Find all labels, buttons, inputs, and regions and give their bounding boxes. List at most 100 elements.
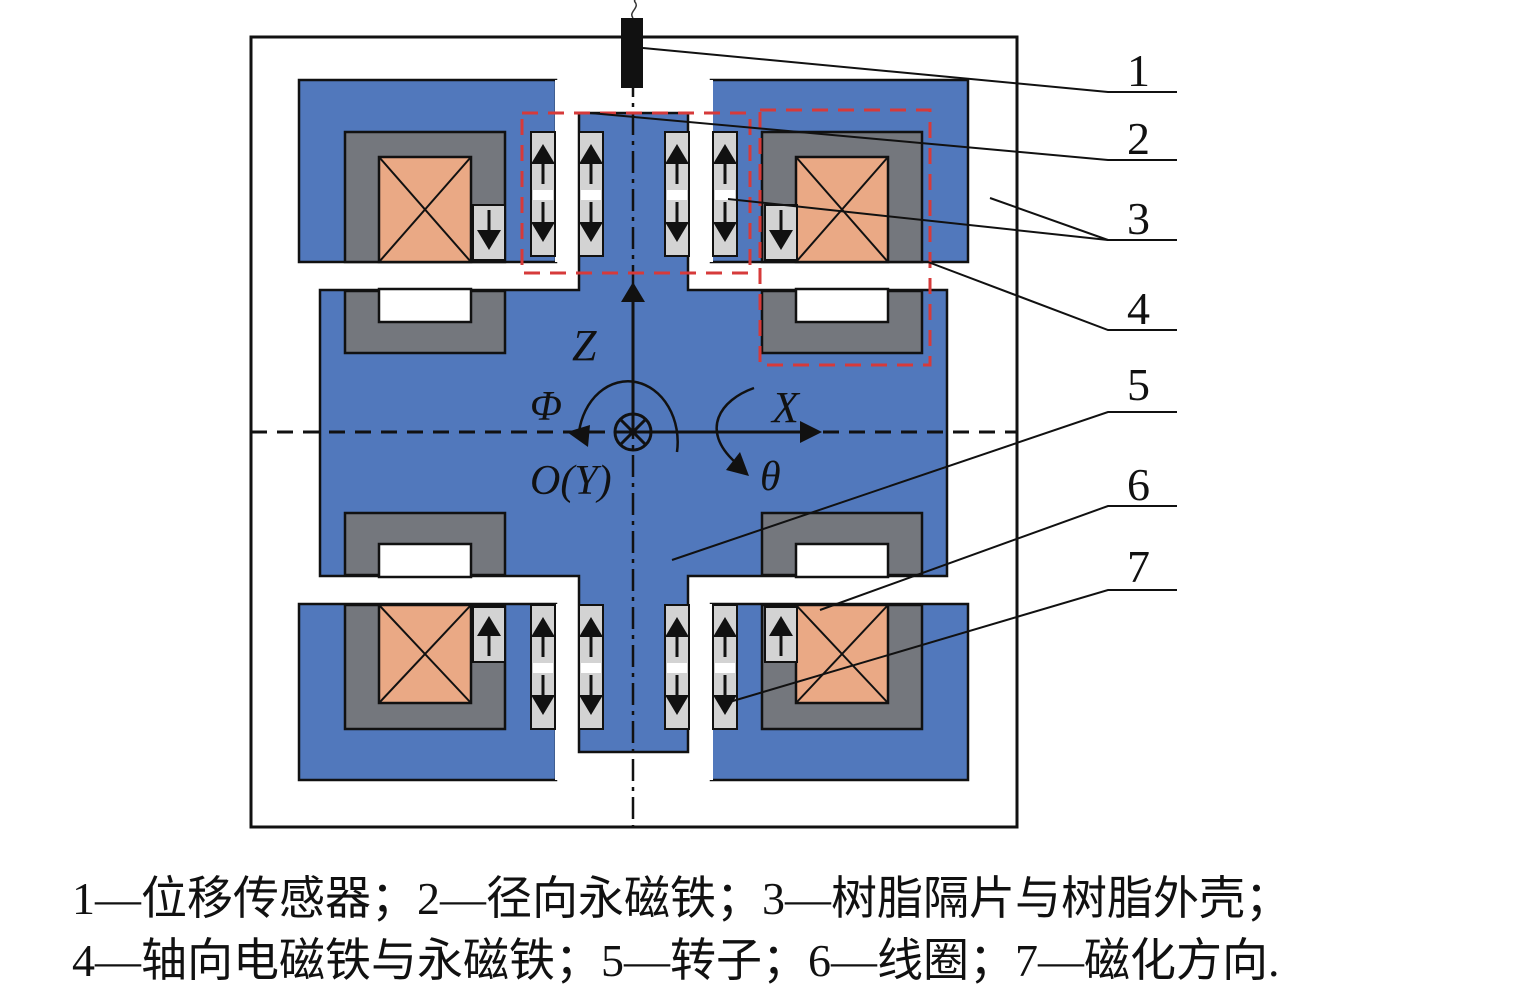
magnetization-arrow-icon	[531, 202, 555, 242]
leader-line	[819, 505, 1177, 611]
arrow-head	[477, 616, 501, 636]
callout-number-1: 1	[1127, 45, 1150, 96]
callout-leaders: 1 2 3 4 5 6 7	[589, 45, 1177, 704]
arrow-head	[713, 617, 737, 637]
callout-number-2: 2	[1127, 113, 1150, 164]
arrow-head	[531, 695, 555, 715]
magnet-spacer	[581, 190, 601, 200]
magnetization-arrow-icon	[713, 202, 737, 242]
electromagnets	[343, 130, 924, 731]
arrow-head	[769, 230, 793, 250]
magnetization-arrow-icon	[579, 144, 603, 184]
into-page-axis-icon	[613, 412, 653, 452]
coil-cross-icon	[795, 604, 889, 704]
callout-number-5: 5	[1127, 359, 1150, 410]
arrow-head	[665, 695, 689, 715]
radial-magnet-stack	[712, 604, 738, 730]
z-axis-label: Z	[572, 321, 597, 370]
z-axis-arrowhead	[621, 282, 645, 302]
magnetization-arrow-icon	[665, 617, 689, 657]
core-slot	[377, 542, 473, 579]
core-slot	[794, 287, 890, 324]
caption-line-2: 4—轴向电磁铁与永磁铁；5—转子；6—线圈；7—磁化方向.	[72, 935, 1280, 986]
arrow-head	[665, 617, 689, 637]
arrow-head	[713, 222, 737, 242]
arrow-head	[531, 617, 555, 637]
magnet-spacer	[667, 663, 687, 673]
magnetization-arrow-icon	[665, 202, 689, 242]
theta-rotation-arc	[715, 386, 755, 463]
magnetization-arrow-icon	[477, 616, 501, 656]
magnetization-arrow-icon	[579, 202, 603, 242]
radial-magnet-highlight	[520, 111, 752, 275]
magnet-spacer	[715, 663, 735, 673]
coil-cross-icon	[378, 156, 472, 263]
x-axis-arrowhead	[800, 421, 822, 443]
magnetization-arrow-icon	[769, 210, 793, 250]
magnetization-arrow-icon	[665, 144, 689, 184]
magnetization-arrow-icon	[713, 144, 737, 184]
leader-line	[725, 589, 1177, 704]
magnetization-arrow-icon	[531, 144, 555, 184]
caption-line-1: 1—位移传感器；2—径向永磁铁；3—树脂隔片与树脂外壳；	[72, 873, 1291, 924]
magnet-spacer	[581, 663, 601, 673]
arrow-head	[579, 695, 603, 715]
origin-label: O(Y)	[530, 458, 612, 504]
core-slot	[377, 287, 473, 324]
axial-magnet-highlight	[758, 108, 932, 367]
magnet-spacer	[667, 190, 687, 200]
radial-magnet-stack	[578, 131, 604, 257]
leader-line	[671, 411, 1177, 561]
arrow-head	[579, 144, 603, 164]
phi-label: Φ	[530, 384, 562, 430]
coil-cross-icon	[795, 156, 889, 263]
magnet-spacer	[533, 190, 553, 200]
magnet-spacer	[533, 663, 553, 673]
magnetization-arrow-icon	[713, 675, 737, 715]
radial-magnet-stack	[530, 604, 556, 730]
coil-cross-icon	[378, 604, 472, 704]
radial-magnet-stack	[664, 131, 690, 257]
arrow-head	[769, 616, 793, 636]
arrow-head	[531, 144, 555, 164]
leader-line	[642, 47, 1177, 93]
arrow-head	[665, 222, 689, 242]
arrow-head	[713, 695, 737, 715]
arrow-head	[477, 230, 501, 250]
phi-rotation-arc	[577, 380, 679, 453]
arrow-head	[579, 617, 603, 637]
arrow-head	[713, 144, 737, 164]
theta-label: θ	[760, 454, 781, 500]
radial-magnet-stack	[530, 131, 556, 257]
magnetization-arrow-icon	[713, 617, 737, 657]
callout-number-7: 7	[1127, 541, 1150, 592]
x-axis-label: X	[770, 383, 801, 432]
arrow-head	[665, 144, 689, 164]
core-slot	[794, 542, 890, 579]
arrow-head	[579, 222, 603, 242]
magnetization-arrow-icon	[769, 616, 793, 656]
coordinate-axes: Z X Φ θ O(Y)	[530, 282, 822, 504]
leader-line	[989, 197, 1109, 241]
magnetization-arrow-icon	[579, 617, 603, 657]
phi-arrowhead	[567, 425, 590, 447]
callout-number-3: 3	[1127, 193, 1150, 244]
magnetization-arrow-icon	[531, 675, 555, 715]
radial-magnet-stack	[578, 604, 604, 730]
radial-permanent-magnets	[530, 131, 738, 730]
displacement-sensor	[621, 0, 643, 88]
magnetization-arrow-icon	[477, 210, 501, 250]
leader-line	[927, 261, 1177, 331]
radial-magnet-stack	[712, 131, 738, 257]
theta-arrowhead	[726, 452, 749, 476]
callout-number-6: 6	[1127, 459, 1150, 510]
magnetization-arrow-icon	[531, 617, 555, 657]
leader-line	[589, 112, 1177, 161]
magnetization-arrow-icon	[579, 675, 603, 715]
magnet-spacer	[715, 190, 735, 200]
radial-magnet-stack	[664, 604, 690, 730]
arrow-head	[531, 222, 555, 242]
magnetization-arrow-icon	[665, 675, 689, 715]
callout-number-4: 4	[1127, 283, 1150, 334]
